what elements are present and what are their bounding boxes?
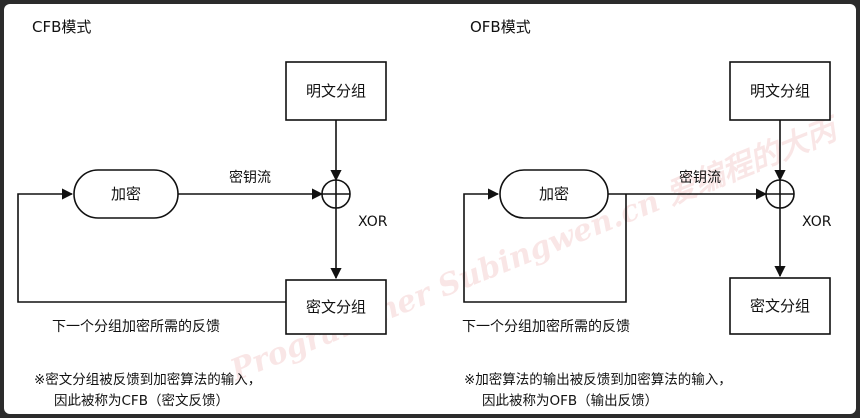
ofb-plaintext-label: 明文分组 (750, 82, 810, 100)
ofb-plaintext-box (729, 61, 831, 121)
cfb-keystream-label: 密钥流 (229, 169, 271, 186)
cfb-ofb-diagram: Programmer Subingwen.cn 爱编程的大丙 CFB模式 明文分… (17, 18, 846, 409)
ofb-xor-label: XOR (802, 214, 832, 230)
ofb-xor-icon (765, 179, 795, 209)
ofb-ciphertext-label: 密文分组 (750, 297, 810, 315)
cfb-title: CFB模式 (32, 18, 91, 36)
ofb-keystream-label: 密钥流 (679, 169, 721, 186)
ofb-feedback-arrow (463, 188, 627, 303)
watermark: Programmer Subingwen.cn 爱编程的大丙 (225, 111, 846, 389)
cfb-xor-icon (321, 179, 351, 209)
cfb-note-line1: ※密文分组被反馈到加密算法的输入， (34, 371, 261, 388)
ofb-note-line2: 因此被称为OFB（输出反馈） (482, 393, 658, 409)
cfb-plaintext-box (285, 61, 387, 121)
cfb-feedback-arrow (17, 188, 286, 303)
ofb-feedback-label: 下一个分组加密所需的反馈 (462, 318, 630, 335)
ofb-encrypt-label: 加密 (539, 185, 569, 203)
cfb-panel: CFB模式 明文分组 加密 密钥流 XOR 密文分组 下一个分组加密所需的反馈 … (17, 18, 388, 409)
diagram-frame: Programmer Subingwen.cn 爱编程的大丙 CFB模式 明文分… (4, 4, 856, 414)
ofb-note-line1: ※加密算法的输出被反馈到加密算法的输入， (464, 371, 732, 388)
cfb-encrypt-label: 加密 (111, 185, 141, 203)
cfb-ciphertext-box (285, 279, 387, 335)
ofb-panel: OFB模式 明文分组 加密 密钥流 XOR 密文分组 下一个分组加密所需的反馈 … (462, 18, 832, 409)
ofb-title: OFB模式 (470, 18, 531, 36)
cfb-feedback-label: 下一个分组加密所需的反馈 (52, 318, 220, 335)
cfb-note-line2: 因此被称为CFB（密文反馈） (54, 392, 229, 409)
cfb-xor-label: XOR (358, 214, 388, 230)
cfb-plaintext-label: 明文分组 (306, 82, 366, 100)
cfb-ciphertext-label: 密文分组 (306, 298, 366, 316)
ofb-ciphertext-box (729, 277, 831, 335)
